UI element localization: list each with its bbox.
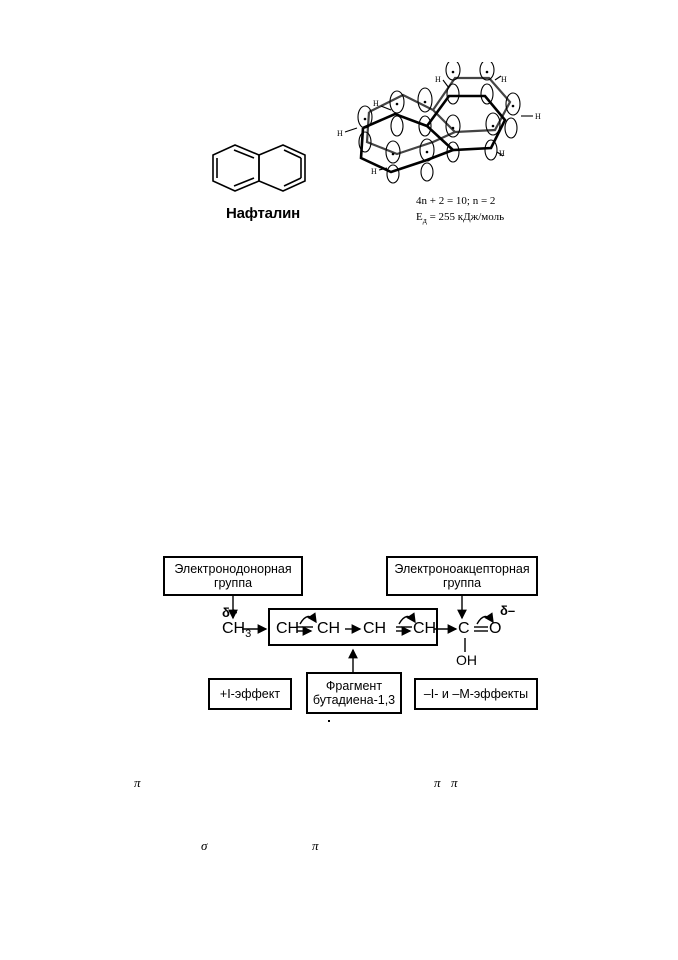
h-label: H [373,99,379,108]
huckel-formula: 4n + 2 = 10; n = 2 [416,195,496,207]
acceptor-group-box: Электроноакцепторная группа [386,556,538,596]
ch-2: CH [317,620,341,637]
conjugation-arrows [228,596,494,672]
pi-symbol: π [312,838,319,853]
butadiene-fragment-box: Фрагмент бутадиена-1,3 [306,672,402,714]
h-label: H [371,167,377,176]
energy-value: = 255 кДж/моль [426,211,505,223]
hydroxyl-group: OH [456,652,477,668]
pi-symbol: π [451,775,458,790]
ch-4: CH [413,620,437,637]
methyl-group: CH3 [222,620,252,641]
naphthalene-structure [212,144,306,192]
acceptor-effects-box: –I- и –M-эффекты [414,678,538,710]
inductive-effect-box: +I-эффект [208,678,292,710]
energy-subscript: д [422,216,427,226]
h-label: H [501,75,507,84]
energy-symbol: E [416,211,423,223]
carbonyl-oxygen: O [489,620,502,637]
h-label: H [535,112,541,121]
ch-1: CH [276,620,300,637]
naphthalene-label: Нафталин [226,205,301,222]
ch-3: CH [363,620,387,637]
h-label: H [435,75,441,84]
stray-dot [328,720,330,722]
delocalization-energy: Eд = 255 кДж/моль [416,211,504,225]
carbonyl-carbon: C [458,620,470,637]
delta-plus: δ+ [222,605,238,620]
pi-symbol: π [134,775,141,790]
pi-symbol: π [434,775,441,790]
naphthalene-orbital-diagram: H H H H H H H [337,62,541,184]
sigma-symbol: σ [201,838,208,853]
donor-group-box: Электронодонорная группа [163,556,303,596]
h-label: H [337,129,343,138]
delta-minus: δ– [500,603,516,618]
h-label: H [499,149,505,158]
